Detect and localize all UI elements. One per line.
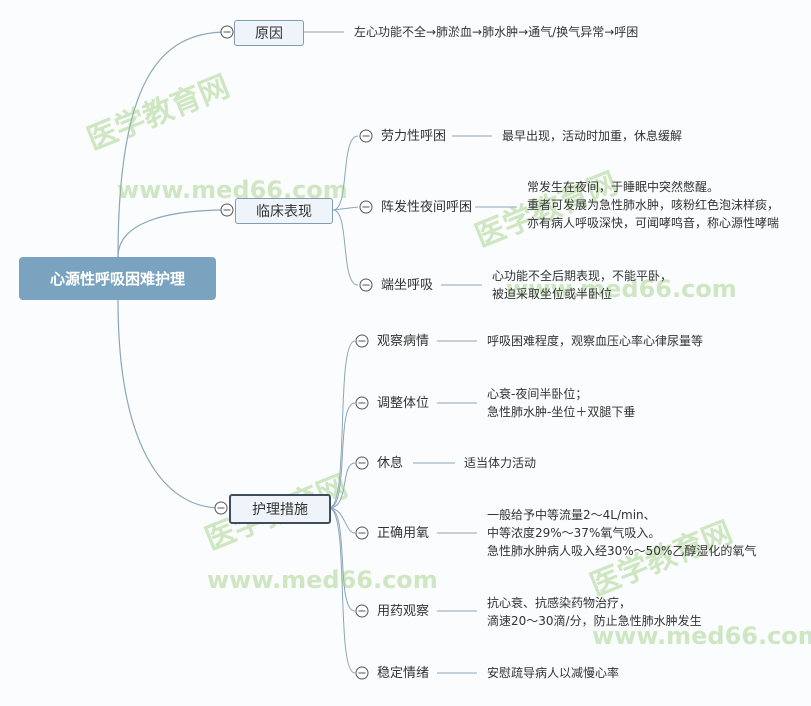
collapse-minus-icon[interactable] (359, 129, 373, 143)
collapse-minus-icon[interactable] (359, 278, 373, 292)
node-exertional-dyspnea[interactable]: 劳力性呼困 (381, 129, 447, 144)
leaf-nocturnal-dyspnea: 常发生在夜间，于睡眠中突然憋醒。 重者可发展为急性肺水肿，咳粉红色泡沫样痰， 亦… (527, 180, 780, 230)
collapse-minus-icon[interactable] (214, 501, 228, 515)
leaf-medication: 抗心衰、抗感染药物治疗， 滴速20～30滴/分，防止急性肺水肿发生 (487, 596, 702, 628)
collapse-minus-icon[interactable] (220, 25, 234, 39)
leaf-oxygen: 一般给予中等流量2～4L/min、 中等浓度29%～37%氧气吸入。 急性肺水肿… (487, 508, 757, 558)
leaf-position: 心衰-夜间半卧位； 急性肺水肿-坐位＋双腿下垂 (487, 387, 636, 419)
node-observe[interactable]: 观察病情 (377, 334, 430, 349)
leaf-observe: 呼吸困难程度，观察血压心率心律尿量等 (487, 334, 704, 348)
branch-care[interactable]: 护理措施 (229, 494, 331, 524)
leaf-rest: 适当体力活动 (464, 456, 537, 470)
collapse-minus-icon[interactable] (355, 396, 369, 410)
root-node[interactable]: 心源性呼吸困难护理 (19, 257, 216, 300)
node-rest[interactable]: 休息 (377, 456, 404, 471)
collapse-minus-icon[interactable] (355, 604, 369, 618)
collapse-minus-icon[interactable] (220, 203, 234, 217)
leaf-orthopnea: 心功能不全后期表现，不能平卧， 被迫采取坐位或半卧位 (492, 269, 673, 301)
node-nocturnal-dyspnea[interactable]: 阵发性夜间呼困 (381, 200, 473, 215)
leaf-emotion: 安慰疏导病人以减慢心率 (487, 666, 620, 680)
cause-leaf: 左心功能不全→肺淤血→肺水肿→通气/换气异常→呼困 (354, 25, 639, 39)
branch-clinical[interactable]: 临床表现 (235, 198, 333, 224)
branch-cause[interactable]: 原因 (234, 20, 304, 46)
node-medication[interactable]: 用药观察 (377, 604, 430, 619)
node-orthopnea[interactable]: 端坐呼吸 (381, 278, 434, 293)
collapse-minus-icon[interactable] (355, 456, 369, 470)
collapse-minus-icon[interactable] (359, 200, 373, 214)
collapse-minus-icon[interactable] (355, 334, 369, 348)
collapse-minus-icon[interactable] (355, 526, 369, 540)
leaf-exertional-dyspnea: 最早出现，活动时加重，休息缓解 (502, 129, 683, 143)
node-position[interactable]: 调整体位 (377, 396, 430, 411)
node-oxygen[interactable]: 正确用氧 (377, 526, 430, 541)
node-emotion[interactable]: 稳定情绪 (377, 666, 430, 681)
collapse-minus-icon[interactable] (355, 666, 369, 680)
